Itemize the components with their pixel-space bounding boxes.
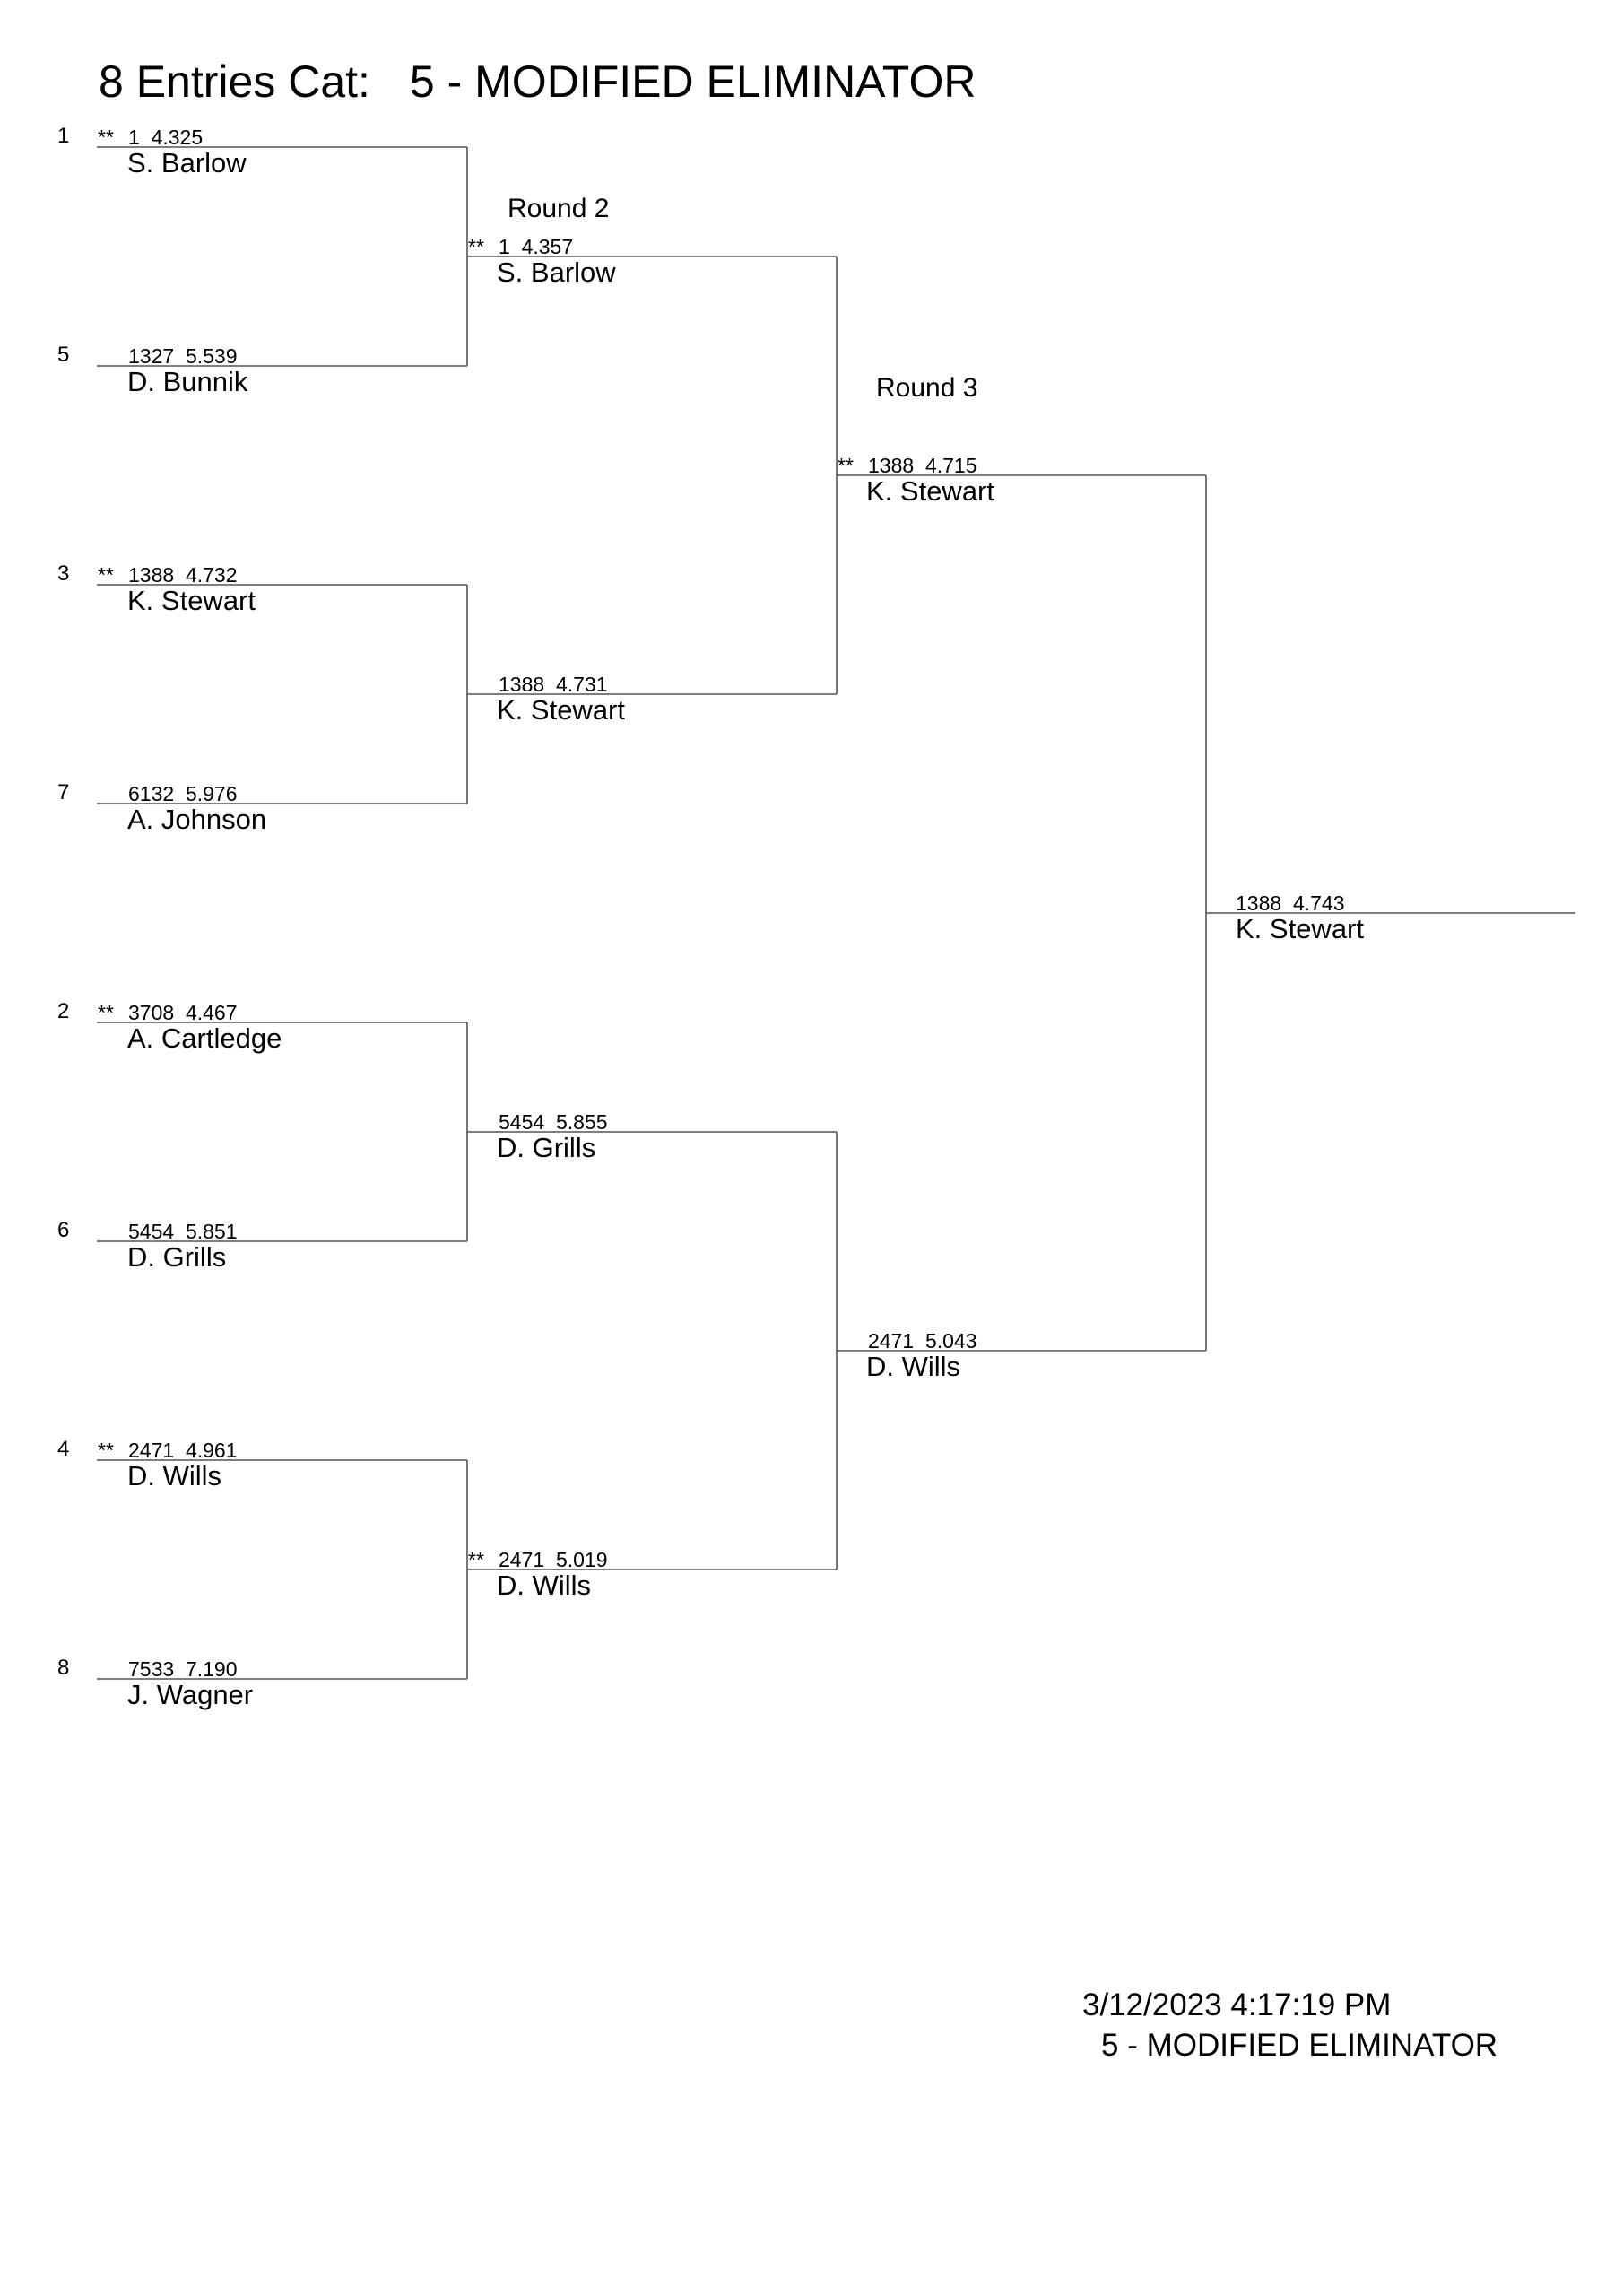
entries-label: 8 Entries Cat:	[99, 57, 370, 107]
round-3-label: Round 3	[876, 373, 978, 403]
elapsed-time: 5.851	[185, 1220, 238, 1243]
elapsed-time: 5.976	[185, 782, 238, 805]
winner-marker: **	[98, 563, 114, 587]
seed-number: 2	[57, 999, 70, 1023]
entry-number-time: 6132 5.976	[98, 784, 238, 804]
entry-number: 1388	[128, 563, 175, 587]
racer-name: S. Barlow	[497, 257, 616, 288]
winner-marker: **	[98, 1439, 114, 1462]
seed-number: 7	[57, 780, 70, 804]
racer-name: D. Wills	[127, 1460, 222, 1492]
entry-number: 5454	[128, 1220, 175, 1243]
racer-name: A. Cartledge	[127, 1022, 282, 1054]
winner-marker: **	[468, 1548, 484, 1571]
winner-marker: **	[838, 454, 854, 477]
entry-number: 1	[499, 235, 510, 258]
seed-number: 5	[57, 343, 70, 367]
racer-name: K. Stewart	[127, 585, 256, 616]
round-2-label: Round 2	[508, 194, 610, 223]
racer-name: D. Wills	[866, 1351, 961, 1382]
entry-number-time: 1327 5.539	[98, 346, 238, 367]
racer-name: D. Bunnik	[127, 366, 248, 397]
entry-number: 1388	[1236, 891, 1282, 915]
entry-number-time: 2471 5.043	[838, 1331, 977, 1352]
elapsed-time: 4.325	[151, 126, 204, 149]
entry-number-time: ** 3708 4.467	[98, 1003, 238, 1023]
entry-number: 5454	[499, 1110, 545, 1134]
racer-name: D. Grills	[127, 1241, 227, 1273]
entry-number-time: ** 1388 4.732	[98, 565, 238, 586]
entry-number: 2471	[499, 1548, 545, 1571]
racer-name: A. Johnson	[127, 804, 267, 835]
entry-number: 1388	[499, 673, 545, 696]
page-title: 8 Entries Cat: 5 - MODIFIED ELIMINATOR	[99, 59, 976, 104]
entry-number: 2471	[868, 1329, 915, 1352]
elapsed-time: 4.357	[521, 235, 574, 258]
entry-number-time: ** 1388 4.715	[838, 456, 977, 476]
entry-number-time: ** 2471 4.961	[98, 1440, 238, 1461]
entry-number: 2471	[128, 1439, 175, 1462]
entry-number: 1	[128, 126, 140, 149]
seed-number: 3	[57, 561, 70, 586]
elapsed-time: 4.961	[185, 1439, 238, 1462]
entry-number: 7533	[128, 1657, 175, 1681]
winner-marker: **	[98, 1001, 114, 1024]
racer-name: J. Wagner	[127, 1679, 254, 1710]
elapsed-time: 7.190	[185, 1657, 238, 1681]
racer-name: K. Stewart	[497, 694, 625, 726]
seed-number: 4	[57, 1437, 70, 1461]
entry-number: 3708	[128, 1001, 175, 1024]
final-number-time: 1388 4.743	[1236, 893, 1345, 914]
entry-number-time: ** 1 4.325	[98, 127, 203, 148]
elapsed-time: 5.043	[924, 1329, 977, 1352]
entry-number: 1388	[868, 454, 915, 477]
seed-number: 8	[57, 1656, 70, 1680]
entry-number-time: 7533 7.190	[98, 1659, 238, 1680]
footer-category: 5 - MODIFIED ELIMINATOR	[1101, 2028, 1498, 2063]
elapsed-time: 4.743	[1292, 891, 1345, 915]
racer-name: K. Stewart	[866, 475, 994, 507]
entry-number-time: ** 2471 5.019	[468, 1550, 608, 1570]
entry-number: 1327	[128, 344, 175, 368]
elapsed-time: 5.855	[555, 1110, 608, 1134]
seed-number: 6	[57, 1218, 70, 1242]
racer-name: D. Wills	[497, 1570, 592, 1601]
entry-number-time: 1388 4.731	[468, 674, 608, 695]
elapsed-time: 4.715	[924, 454, 977, 477]
racer-name: S. Barlow	[127, 147, 247, 178]
entry-number-time: 5454 5.851	[98, 1222, 238, 1242]
racer-name: D. Grills	[497, 1132, 596, 1163]
final-winner-name: K. Stewart	[1236, 913, 1364, 944]
entry-number: 6132	[128, 782, 175, 805]
elapsed-time: 4.731	[555, 673, 608, 696]
elapsed-time: 4.732	[185, 563, 238, 587]
entry-number-time: ** 1 4.357	[468, 237, 573, 257]
winner-marker: **	[98, 126, 114, 149]
elapsed-time: 5.539	[185, 344, 238, 368]
footer-timestamp: 3/12/2023 4:17:19 PM	[1082, 1987, 1392, 2022]
elapsed-time: 4.467	[185, 1001, 238, 1024]
entry-number-time: 5454 5.855	[468, 1112, 608, 1133]
elapsed-time: 5.019	[555, 1548, 608, 1571]
category-label: 5 - MODIFIED ELIMINATOR	[409, 57, 976, 107]
seed-number: 1	[57, 124, 70, 148]
winner-marker: **	[468, 235, 484, 258]
